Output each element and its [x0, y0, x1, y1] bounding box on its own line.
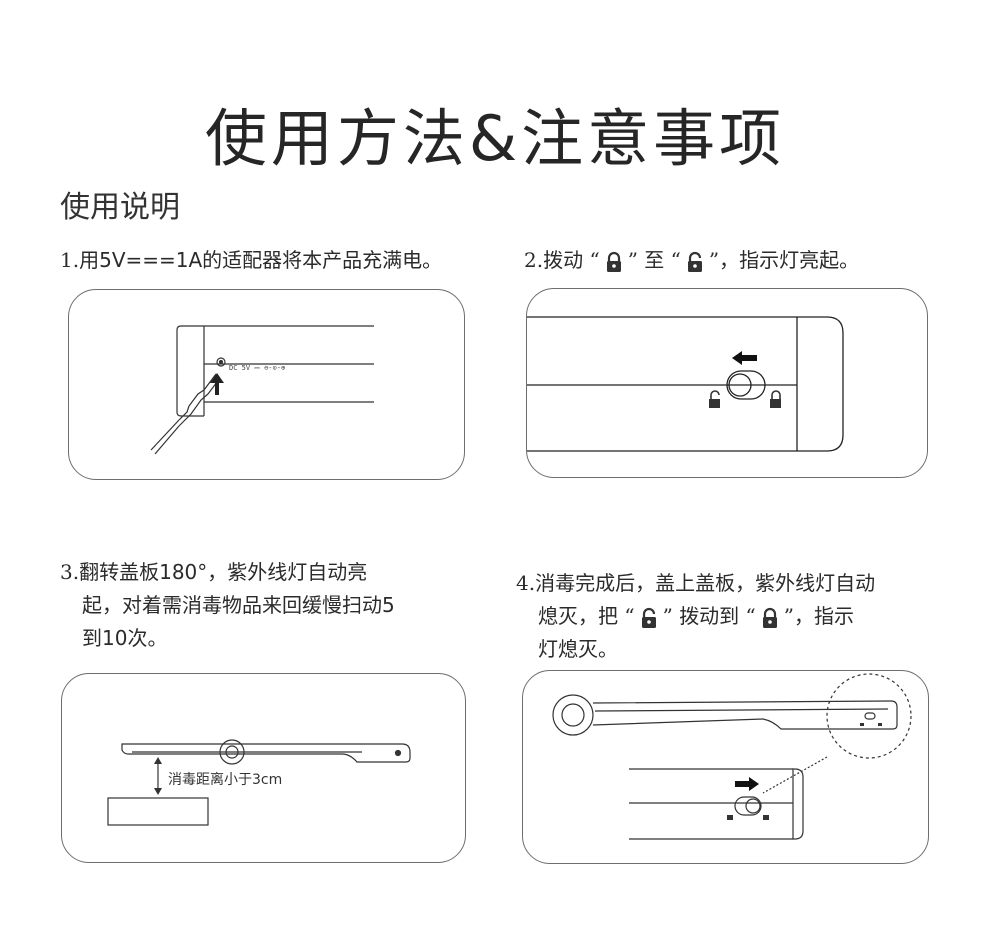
close-quote: ” [627, 248, 638, 272]
disinfection-illustration [107, 739, 411, 826]
turn-off-illustration [552, 673, 912, 840]
step-3-number: 3. [60, 560, 80, 584]
page-title: 使用方法&注意事项 [204, 102, 786, 175]
turn-off-illustration-panel [522, 670, 929, 864]
switch-illustration-panel [526, 288, 928, 478]
charging-illustration-panel: DC 5V ⎓ ⊖-⊙-⊕ [68, 289, 465, 480]
step-4: 4.消毒完成后，盖上盖板，紫外线灯自动 熄灭，把 “” 拨动到 “”，指示 灯熄… [516, 567, 875, 666]
open-quote: “ [745, 604, 756, 628]
step-3-line3: 到10次。 [82, 626, 168, 650]
step-4-line2-b: 拨动到 [679, 604, 740, 628]
step-1-number: 1. [60, 248, 80, 272]
lock-closed-icon [606, 251, 621, 272]
open-quote: “ [670, 248, 681, 272]
close-quote: ” [783, 604, 795, 628]
disinfection-illustration-panel: 消毒距离小于3cm [61, 673, 466, 863]
step-2-text-mid: 至 [644, 248, 665, 272]
step-4-line3: 灯熄灭。 [538, 637, 618, 661]
step-2-text-post: ，指示灯亮起。 [719, 248, 860, 272]
step-3-line2: 起，对着需消毒物品来回缓慢扫动5 [82, 593, 395, 617]
step-1-text: 用5V===1A的适配器将本产品充满电。 [79, 248, 443, 272]
open-quote: “ [589, 248, 600, 272]
step-4-number: 4. [516, 571, 536, 595]
close-quote: ” [662, 604, 673, 628]
charging-illustration [150, 325, 374, 455]
section-heading: 使用说明 [60, 190, 180, 225]
step-4-line2-a: 熄灭，把 [538, 604, 618, 628]
lock-closed-icon [762, 607, 777, 628]
lock-open-icon-switch [709, 390, 720, 408]
distance-label: 消毒距离小于3cm [168, 772, 283, 788]
step-3: 3.翻转盖板180°，紫外线灯自动亮 起，对着需消毒物品来回缓慢扫动5 到10次… [60, 556, 395, 655]
step-4-line2-c: ，指示 [794, 604, 855, 628]
step-3-line1: 翻转盖板180°，紫外线灯自动亮 [79, 560, 368, 584]
close-quote: ” [708, 248, 720, 272]
dc-port-label: DC 5V ⎓ ⊖-⊙-⊕ [229, 364, 286, 372]
step-4-line1: 消毒完成后，盖上盖板，紫外线灯自动 [535, 571, 876, 595]
step-2-text-pre: 拨动 [543, 248, 584, 272]
lock-closed-icon-switch [770, 390, 781, 408]
step-2: 2.拨动 “” 至 “”，指示灯亮起。 [524, 244, 859, 277]
switch-illustration [527, 316, 844, 452]
step-1: 1.用5V===1A的适配器将本产品充满电。 [60, 244, 442, 277]
lock-open-icon [687, 251, 702, 272]
open-quote: “ [624, 604, 635, 628]
step-2-number: 2. [524, 248, 544, 272]
lock-open-icon [641, 607, 656, 628]
